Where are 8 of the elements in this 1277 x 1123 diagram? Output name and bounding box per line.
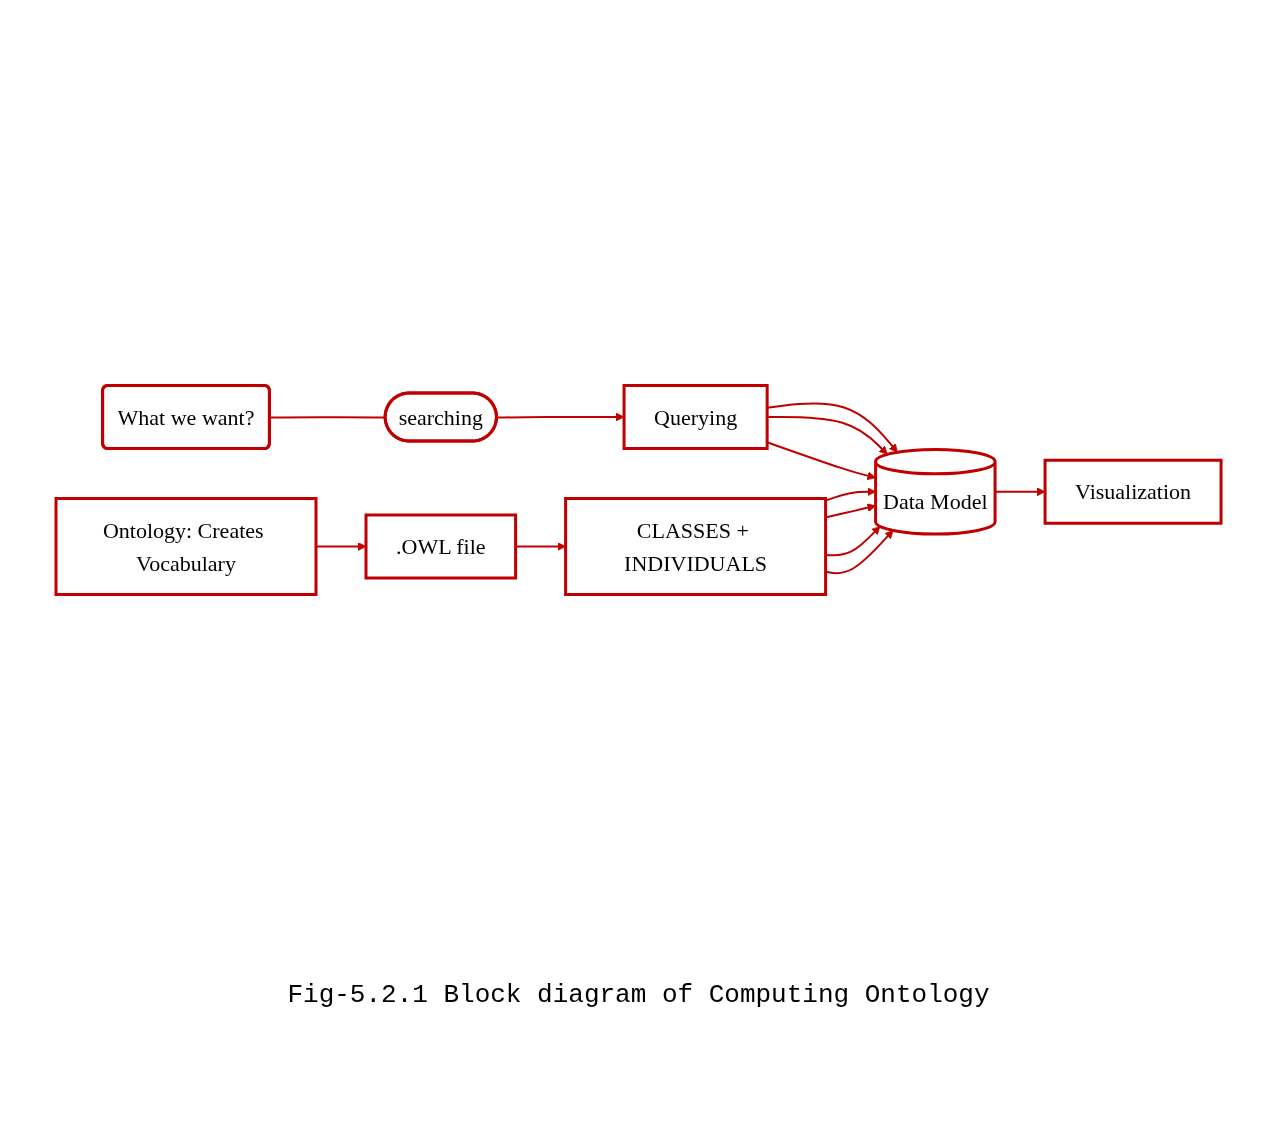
caption: Fig-5.2.1 Block diagram of Computing Ontology xyxy=(286,980,991,1010)
node-box: Querying xyxy=(622,384,769,450)
node-box: .OWL file xyxy=(364,513,518,580)
node-box: Visualization xyxy=(1043,458,1223,525)
node-box: Ontology: Creates Vocabulary xyxy=(54,497,318,596)
arrow xyxy=(994,487,1046,497)
node-box: CLASSES + INDIVIDUALS xyxy=(564,497,828,596)
arrow xyxy=(824,487,876,502)
